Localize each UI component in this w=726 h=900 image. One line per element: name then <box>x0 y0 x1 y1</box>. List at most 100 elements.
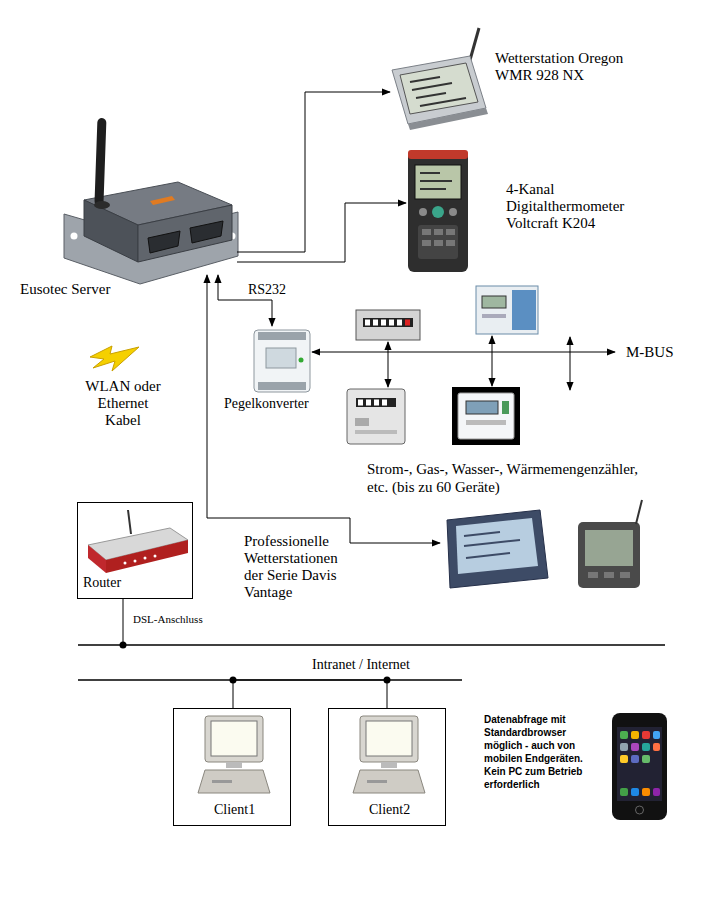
level-converter-illustration <box>299 358 304 363</box>
davis-station-illustration <box>620 572 630 578</box>
smartphone-illustration <box>617 727 662 801</box>
router-illustration <box>134 560 137 563</box>
thermometer-illustration <box>418 225 458 259</box>
oregon-station-illustration <box>400 63 478 114</box>
smartphone-illustration <box>612 713 667 820</box>
mbus-line <box>388 342 389 387</box>
node-label: Eusotec Server <box>20 281 170 298</box>
network-bus <box>120 642 127 649</box>
smartphone-illustration <box>631 731 639 739</box>
client-pc-illustration <box>381 762 397 768</box>
davis-station-illustration <box>578 522 640 588</box>
client-pc-illustration <box>226 762 242 768</box>
smartphone-illustration <box>612 713 667 820</box>
mbus-line <box>570 337 571 390</box>
client-box: Client1 <box>173 708 291 826</box>
davis-station-illustration <box>447 510 548 588</box>
server-illustration <box>150 196 175 205</box>
smartphone-illustration <box>653 788 660 796</box>
node-label: Strom-, Gas-, Wasser-, Wärmemengenzähler… <box>367 460 657 496</box>
smartphone-illustration <box>636 806 644 814</box>
network-bus <box>384 677 391 684</box>
thermometer-illustration <box>419 208 427 216</box>
meter-illustration <box>358 400 363 406</box>
meter-illustration <box>458 393 514 439</box>
meter-illustration <box>389 320 394 326</box>
thermometer-illustration <box>449 208 457 216</box>
bus-name: M-BUS <box>626 344 696 361</box>
meter-illustration <box>356 398 396 407</box>
server-illustration <box>71 233 78 240</box>
node-label: Client1 <box>214 802 284 818</box>
network-bus <box>78 599 665 684</box>
server-device: Eusotec Server <box>70 115 237 275</box>
wireless-symbol <box>90 346 139 371</box>
oregon-station-illustration <box>408 108 488 130</box>
level-converter-illustration <box>254 330 310 392</box>
client-pc-illustration <box>198 716 270 793</box>
connector-line <box>233 680 387 708</box>
meter-illustration <box>452 387 520 445</box>
client-pc-illustration <box>367 780 387 783</box>
smartphone-illustration <box>620 788 628 796</box>
thermometer-illustration <box>408 150 468 272</box>
router-box: Router <box>77 502 193 599</box>
mbus-line <box>492 336 493 386</box>
node-label: Professionelle Wetterstationen der Serie… <box>244 533 354 601</box>
client-pc-illustration <box>366 721 412 756</box>
connector-line <box>312 352 340 353</box>
info-note: Datenabfrage mit Standardbrowser möglich… <box>484 713 596 791</box>
thermometer-illustration <box>420 173 452 189</box>
level-converter-illustration <box>266 348 296 368</box>
thermometer-illustration <box>434 229 443 235</box>
router-illustration <box>88 510 188 573</box>
connector-line <box>207 275 440 543</box>
smartphone-illustration <box>653 743 660 751</box>
wireless-symbol <box>90 346 139 371</box>
client-pc-illustration <box>198 770 270 793</box>
client-pc-illustration <box>353 770 425 793</box>
thermometer-illustration <box>432 206 444 218</box>
line-label: DSL-Anschluss <box>133 613 233 626</box>
node-label: Wetterstation Oregon WMR 928 NX <box>495 50 640 84</box>
smartphone-illustration <box>642 755 650 763</box>
router-illustration <box>154 555 157 558</box>
router-illustration <box>124 562 127 565</box>
network-bus <box>78 644 665 645</box>
thermometer-illustration <box>434 240 443 246</box>
server-illustration <box>64 118 238 284</box>
meter-illustration <box>512 290 536 330</box>
davis-station-illustration <box>464 532 520 558</box>
network-bus <box>78 679 462 680</box>
meter-illustration <box>347 286 538 445</box>
meter-illustration <box>363 318 413 327</box>
connection-note: WLAN oder Ethernet Kabel <box>81 378 165 429</box>
oregon-station-illustration <box>392 28 488 130</box>
server-illustration <box>148 231 180 253</box>
davis-station: Professionelle Wetterstationen der Serie… <box>440 505 650 595</box>
client-box: Client2 <box>328 708 446 826</box>
client-pc-illustration <box>205 716 263 762</box>
meter-illustration <box>466 401 498 414</box>
connector-line <box>237 203 406 262</box>
thermometer-illustration <box>415 165 461 199</box>
router-illustration <box>144 557 147 560</box>
client-pc-illustration <box>353 716 425 793</box>
meter-illustration <box>365 320 370 326</box>
smartphone-illustration <box>631 743 639 751</box>
thermometer-illustration <box>446 229 455 235</box>
meter-illustration <box>397 320 402 326</box>
meter-illustration <box>405 320 410 326</box>
network-bus <box>230 677 237 684</box>
node-label: Client2 <box>369 802 439 818</box>
mbus-line <box>340 336 615 390</box>
network-bus <box>123 599 124 645</box>
level-converter: Pegelkonverter <box>252 326 312 394</box>
router-illustration <box>128 510 131 534</box>
client-pc-illustration <box>211 721 257 756</box>
mbus-line <box>340 352 615 353</box>
network-label: Intranet / Internet <box>312 657 452 673</box>
davis-station-illustration <box>604 572 614 578</box>
meter-illustration <box>382 400 387 406</box>
